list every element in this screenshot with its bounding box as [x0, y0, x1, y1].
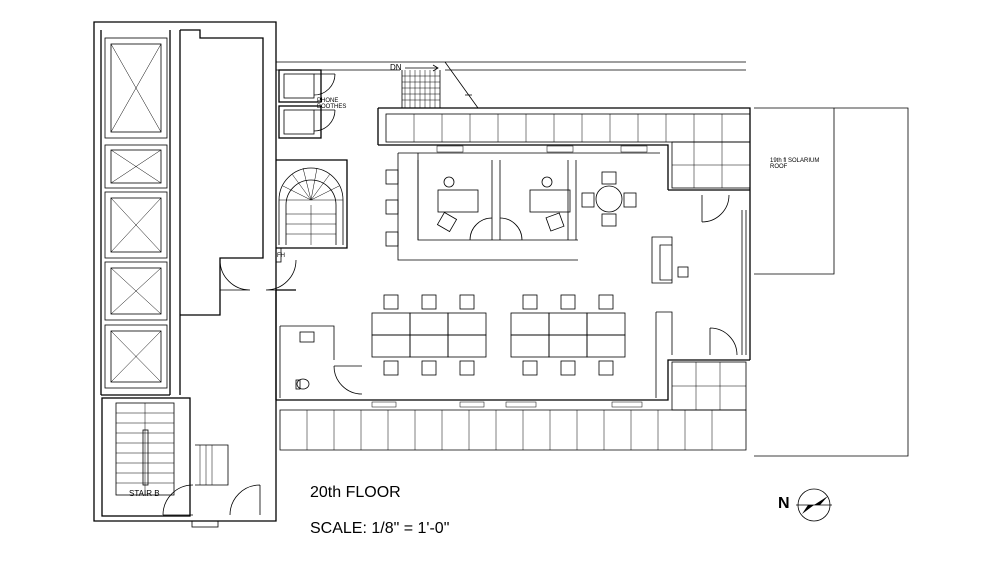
spiral-stair	[276, 159, 348, 249]
north-label: N	[778, 495, 790, 512]
solarium-roof	[754, 107, 909, 457]
restroom	[279, 325, 363, 398]
partition	[655, 311, 673, 398]
north-arrow-icon	[796, 488, 832, 522]
building-outline	[93, 21, 277, 522]
corridor	[179, 29, 264, 395]
scale-label: SCALE: 1/8" = 1'-0"	[310, 520, 450, 537]
elevator-shaft-wall	[100, 30, 171, 396]
workstations-west	[371, 294, 487, 376]
private-offices	[385, 145, 660, 261]
stair-b-label: STAIR B	[129, 489, 160, 498]
east-window	[741, 210, 747, 355]
office-south-wall	[276, 359, 750, 401]
phone-booth-label-2: BOOTHES	[317, 104, 347, 110]
south-terrace	[279, 361, 747, 451]
solarium-label-2: ROOF	[770, 164, 788, 170]
fh-label: FH	[277, 253, 285, 259]
dn-label: DN	[390, 63, 402, 72]
corridor-door	[219, 259, 251, 291]
corridor-door-2	[265, 259, 297, 291]
down-stair	[401, 61, 479, 109]
phone-booth-label-1: PHONE	[317, 98, 339, 104]
south-window-sills	[371, 401, 643, 408]
sink	[677, 266, 689, 278]
floor-title: 20th FLOOR	[310, 484, 401, 501]
stair-sill	[191, 520, 219, 528]
office-west-wall	[275, 289, 296, 400]
stair-b	[101, 397, 261, 517]
east-door-bottom	[709, 327, 738, 356]
kitchenette	[651, 236, 673, 284]
fh-cabinet	[275, 247, 282, 263]
east-door-top	[701, 194, 730, 223]
solarium-label-1: 19th fl SOLARIUM	[770, 158, 820, 164]
north-terrace	[385, 113, 751, 189]
phone-booths	[278, 69, 336, 139]
property-line	[276, 61, 746, 71]
office-outer-wall	[377, 107, 751, 360]
elevator-cars	[104, 37, 168, 389]
workstations-east	[510, 294, 626, 376]
